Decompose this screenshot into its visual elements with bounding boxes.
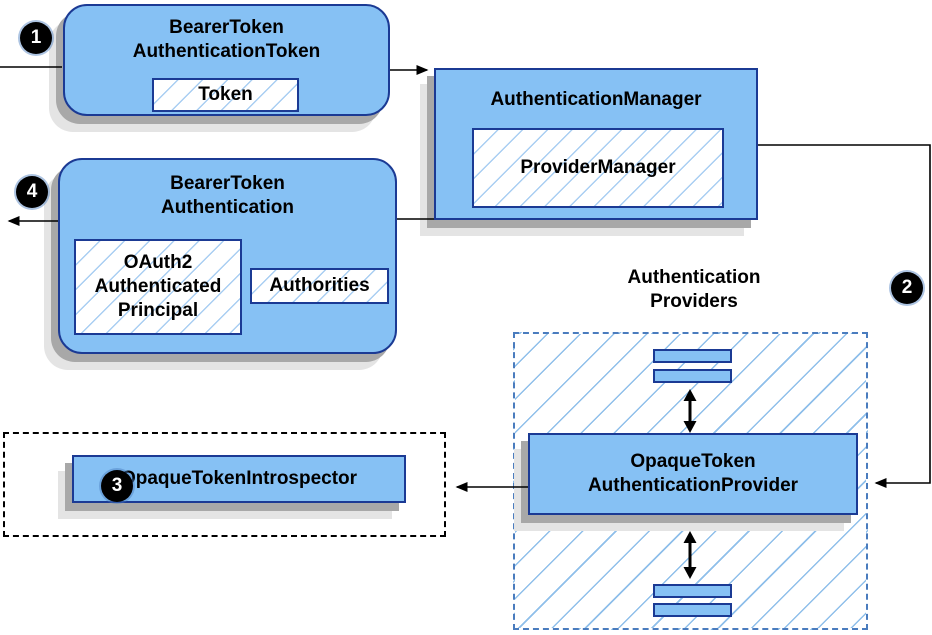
step-4-marker: 4 [16, 176, 48, 208]
node-title: BearerToken AuthenticationToken [132, 17, 321, 62]
step-3-marker: 3 [101, 470, 133, 502]
step-1-marker: 1 [20, 22, 52, 54]
node-opaque-token-authentication-provider: OpaqueToken AuthenticationProvider [528, 433, 858, 515]
node-title: BearerToken Authentication [161, 173, 294, 218]
inner-provider-manager: ProviderManager [472, 128, 724, 208]
provider-placeholder-bar [653, 603, 732, 617]
node-bearer-token-authentication: BearerToken Authentication OAuth2 Authen… [58, 158, 397, 354]
provider-placeholder-bar [653, 369, 732, 383]
provider-placeholder-bar [653, 349, 732, 363]
node-title: OpaqueToken AuthenticationProvider [587, 451, 799, 496]
inner-oauth2-authenticated-principal: OAuth2 Authenticated Principal [74, 239, 242, 335]
introspector-region [3, 432, 446, 537]
node-opaque-token-introspector: OpaqueTokenIntrospector [72, 455, 406, 503]
node-title: AuthenticationManager [490, 89, 702, 110]
node-authentication-manager: AuthenticationManager ProviderManager [434, 68, 758, 220]
inner-authorities: Authorities [250, 268, 389, 304]
authentication-providers-label: Authentication Providers [627, 267, 761, 312]
inner-token: Token [152, 78, 299, 112]
provider-placeholder-bar [653, 584, 732, 598]
node-bearer-token-authentication-token: BearerToken AuthenticationToken Token [63, 4, 390, 116]
step-2-marker: 2 [891, 272, 923, 304]
node-title: OpaqueTokenIntrospector [120, 468, 358, 489]
